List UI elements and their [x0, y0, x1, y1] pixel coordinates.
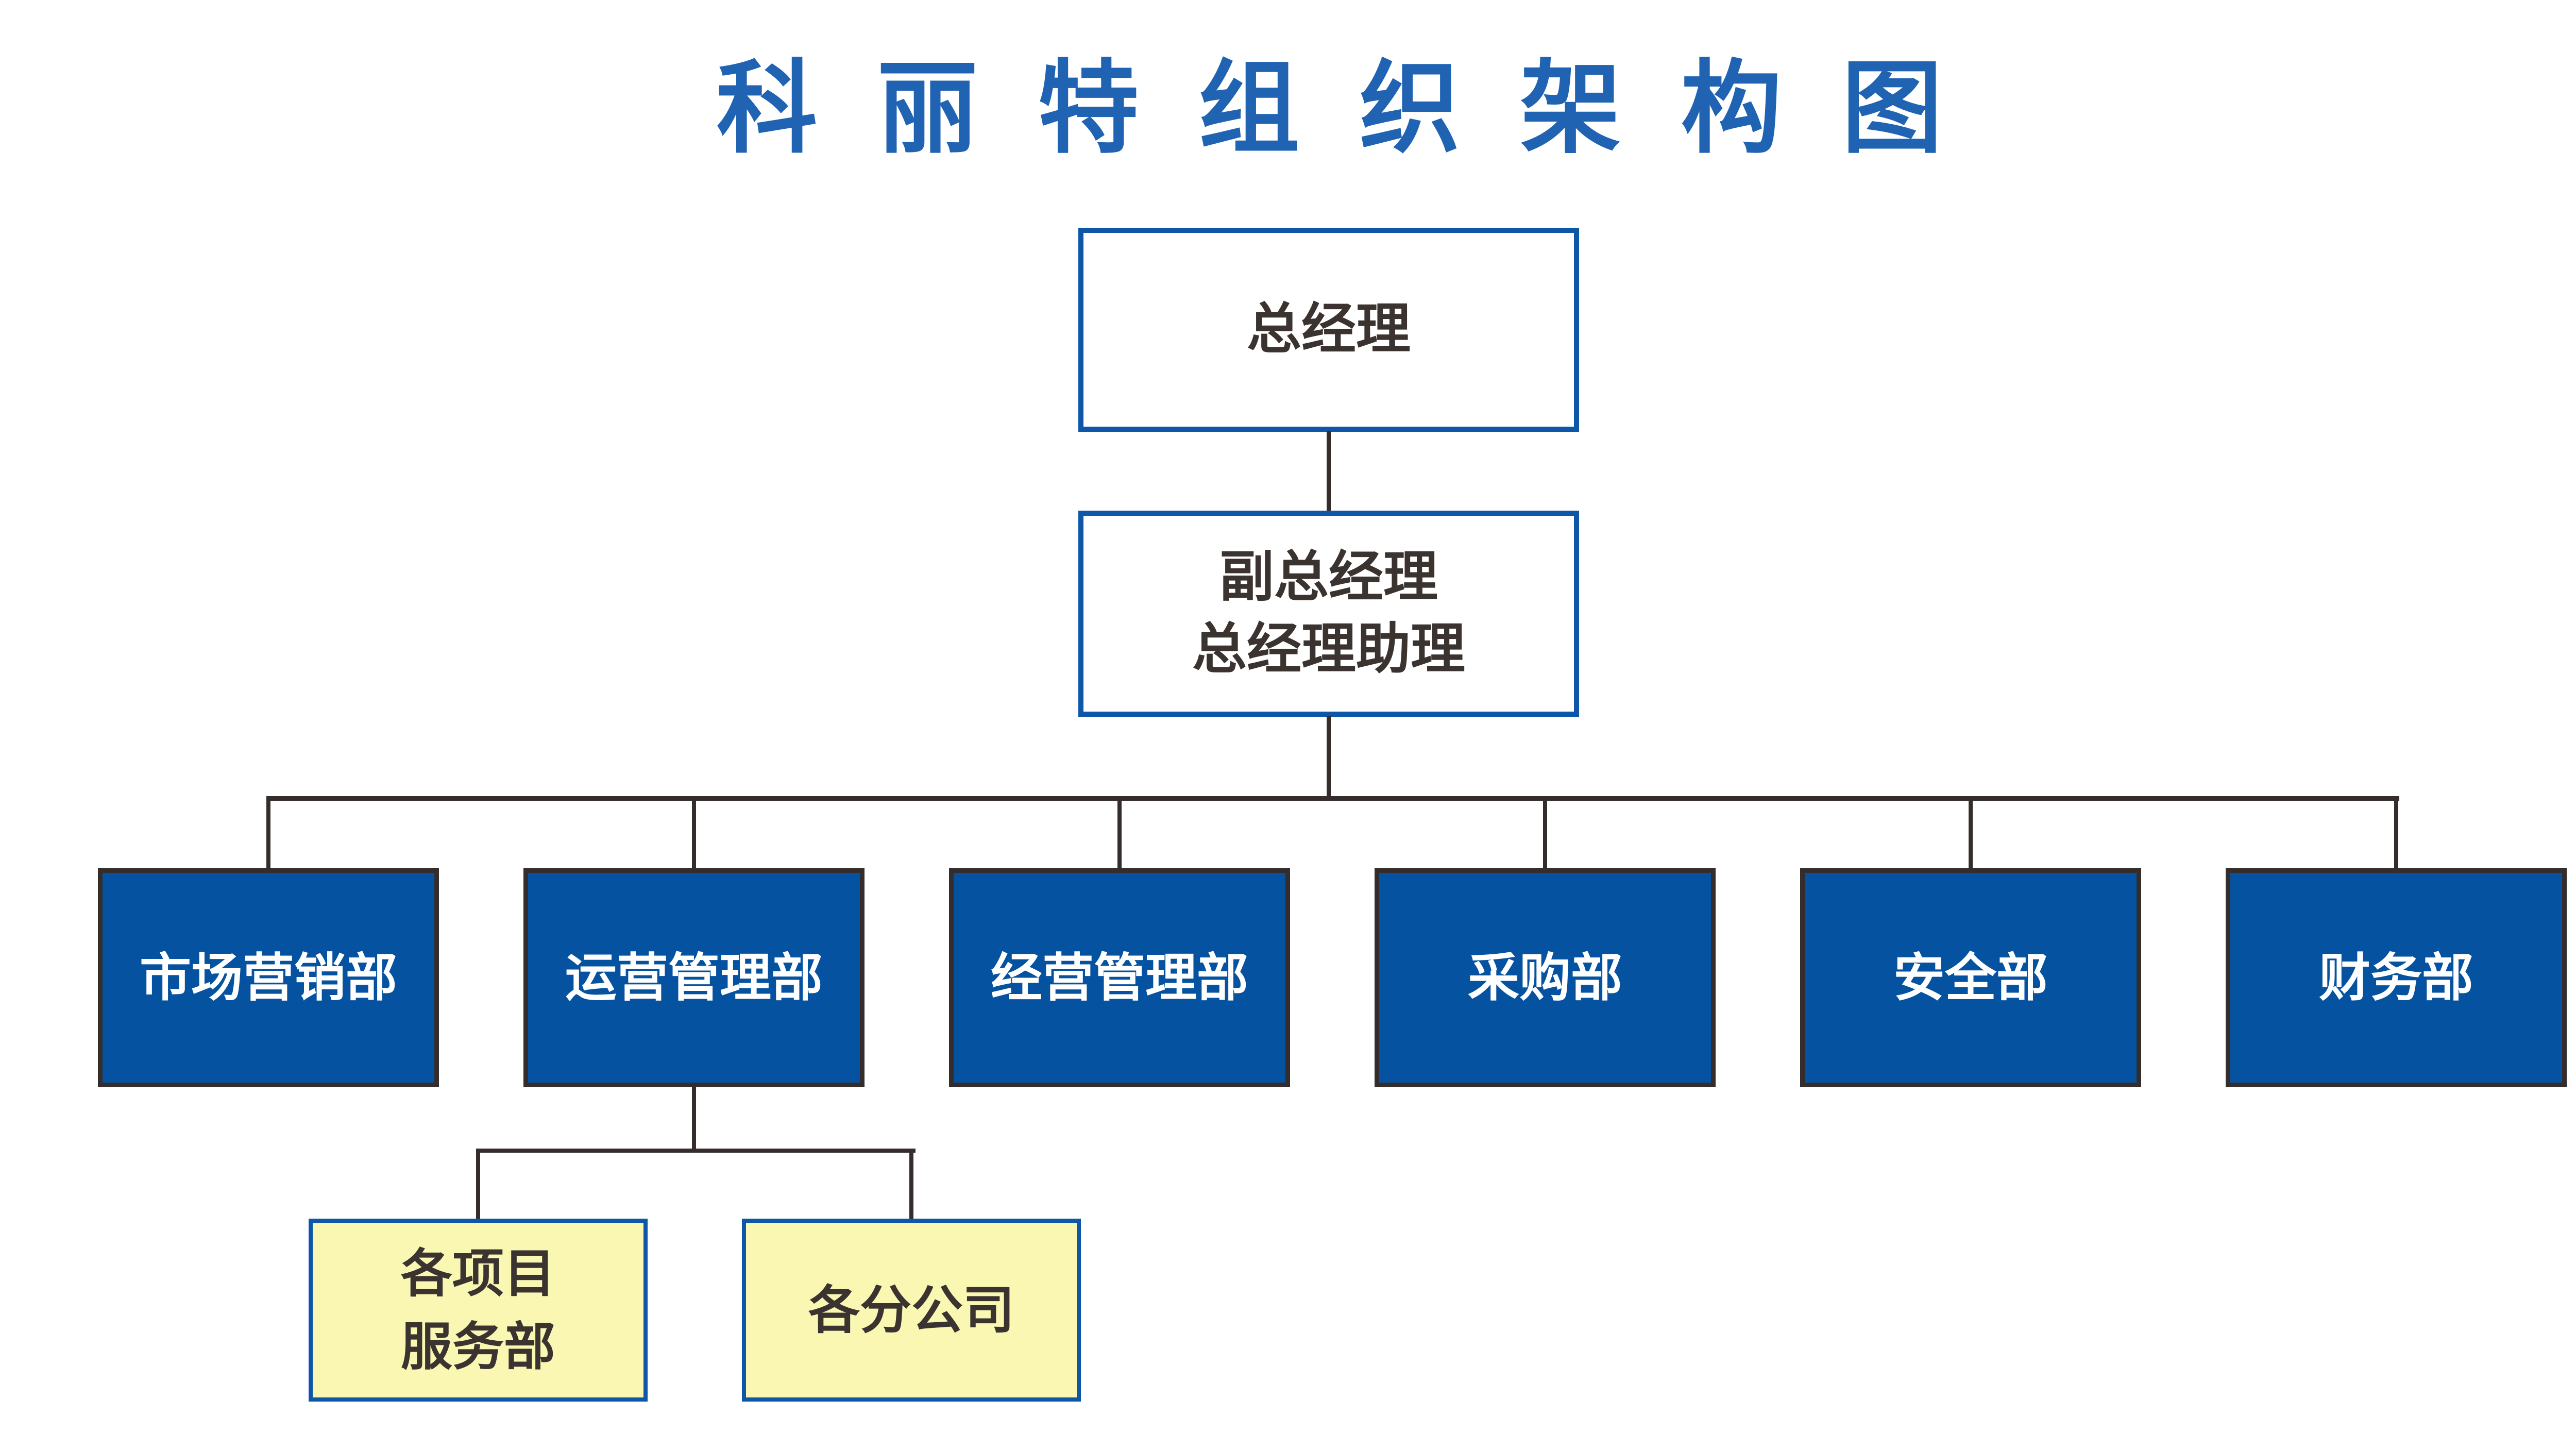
- org-node-label-line2: 总经理助理: [1192, 619, 1465, 680]
- org-node-label-line1: 各项目: [401, 1244, 555, 1303]
- org-node-operations-management-dept: 运营管理部: [523, 868, 865, 1087]
- org-node-label: 总经理: [1247, 299, 1411, 360]
- org-node-finance-dept: 财务部: [2226, 868, 2567, 1087]
- org-node-general-manager: 总经理: [1078, 228, 1579, 432]
- connector-drop-finance: [2394, 800, 2398, 871]
- org-node-deputy-general-manager: 副总经理 总经理助理: [1078, 511, 1579, 717]
- org-node-purchasing-dept: 采购部: [1375, 868, 1716, 1087]
- connector-drop-security: [1969, 800, 1973, 871]
- org-node-label: 各分公司: [808, 1281, 1014, 1339]
- org-node-label: 运营管理部: [565, 949, 823, 1007]
- connector-drop-branch-companies: [909, 1152, 913, 1220]
- connector-drop-marketing: [266, 800, 270, 871]
- connector-drop-operations: [692, 800, 696, 871]
- connector-deputy-stem: [1327, 716, 1331, 797]
- org-node-label-line1: 副总经理: [1219, 547, 1438, 608]
- org-node-label: 市场营销部: [140, 949, 397, 1007]
- page-title: 科丽特组织架构图: [716, 52, 2003, 165]
- connector-gm-to-deputy: [1327, 431, 1331, 512]
- org-node-label: 财务部: [2319, 949, 2473, 1007]
- connector-operations-children-horizontal: [476, 1149, 916, 1153]
- connector-drop-business: [1117, 800, 1122, 871]
- connector-departments-horizontal: [266, 796, 2399, 801]
- org-node-label-line2: 服务部: [401, 1318, 555, 1376]
- connector-operations-stem: [692, 1087, 696, 1151]
- org-node-project-service-depts: 各项目 服务部: [309, 1219, 648, 1402]
- org-node-branch-companies: 各分公司: [742, 1219, 1081, 1402]
- org-node-label: 安全部: [1893, 949, 2048, 1007]
- org-node-label: 采购部: [1468, 949, 1622, 1007]
- connector-drop-purchasing: [1543, 800, 1547, 871]
- connector-drop-project-service: [476, 1152, 480, 1220]
- org-node-business-management-dept: 经营管理部: [949, 868, 1290, 1087]
- org-node-security-dept: 安全部: [1800, 868, 2141, 1087]
- org-node-marketing-dept: 市场营销部: [98, 868, 439, 1087]
- org-node-label: 经营管理部: [991, 949, 1248, 1007]
